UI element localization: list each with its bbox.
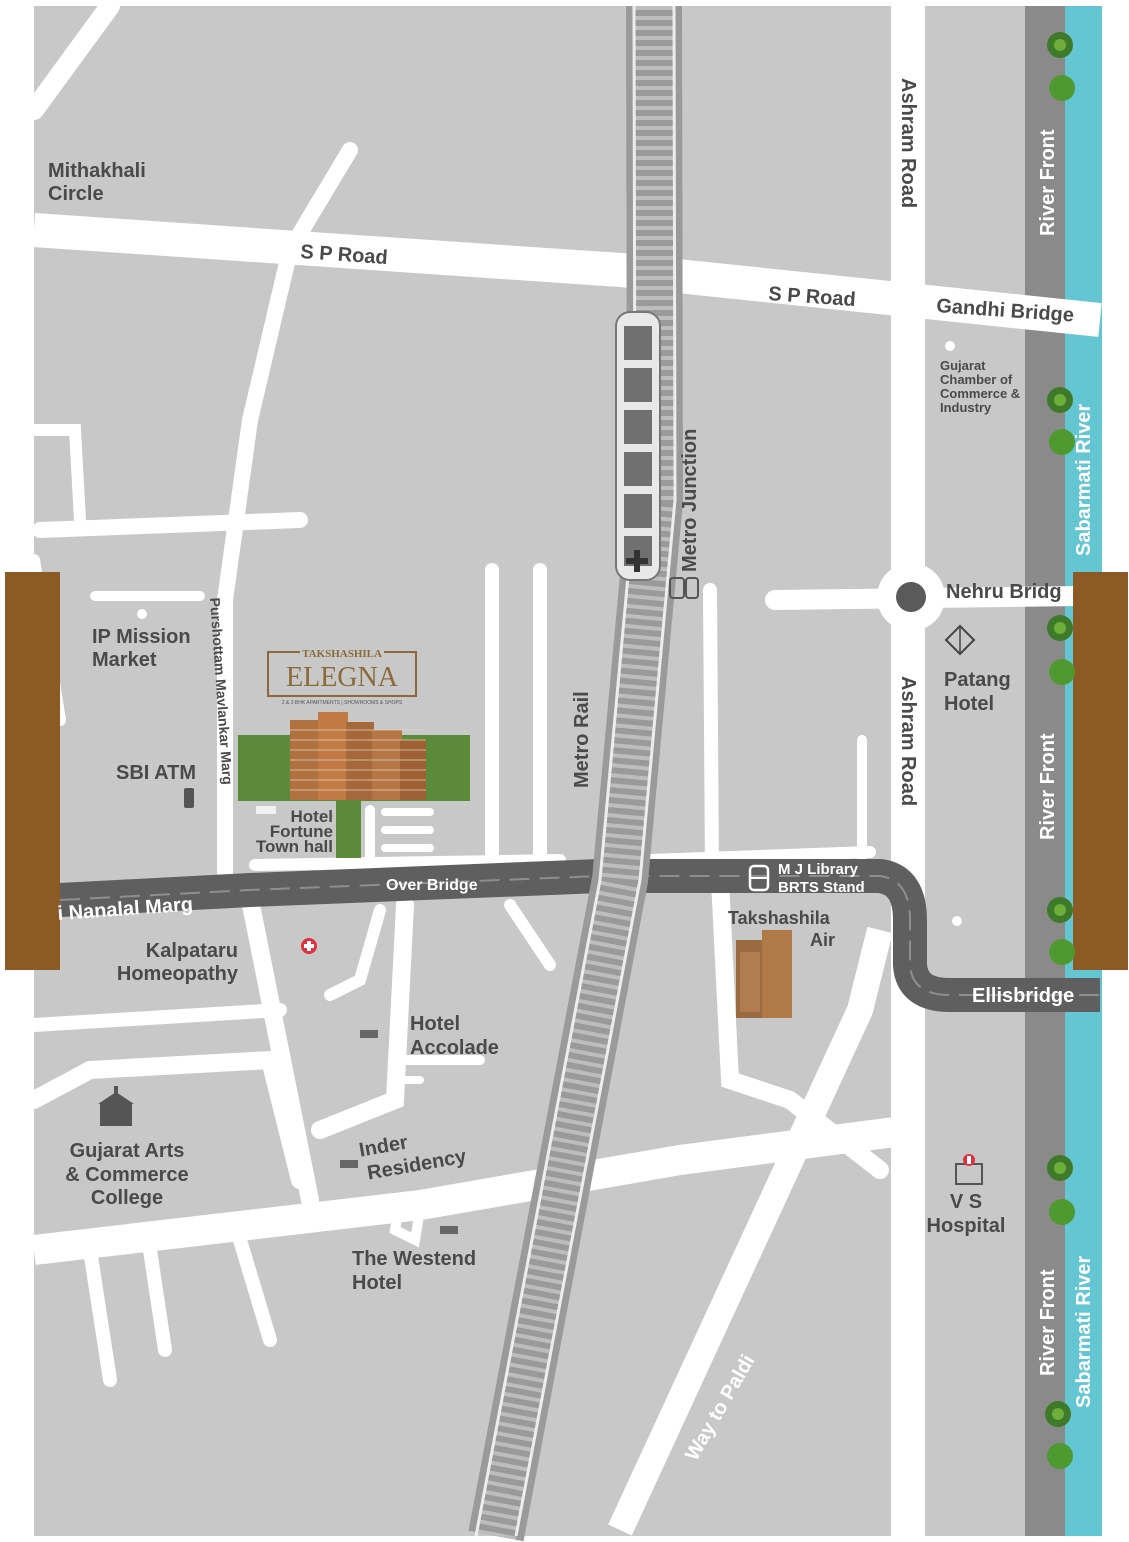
vs-hospital-line-1: V S: [950, 1191, 982, 1213]
project-building-image: [238, 712, 470, 858]
atm-icon: [184, 788, 194, 808]
river-front-label-3: River Front: [1037, 1269, 1059, 1376]
hotel-accolade-label: Hotel Accolade: [410, 1013, 499, 1059]
kalpataru-line-1: Kalpataru: [146, 940, 238, 962]
ip-mission-marker: [137, 609, 147, 619]
river-front-label-1: River Front: [1037, 129, 1059, 236]
medical-cross-icon: [301, 938, 317, 954]
mithakhali-line-1: Mithakhali: [48, 160, 146, 182]
sabarmati-river-label-2: Sabarmati River: [1073, 1255, 1095, 1408]
gujarat-chamber-marker: [945, 341, 955, 351]
mj-library-line-1: M J Library: [778, 861, 859, 878]
college-icon: [98, 1086, 134, 1126]
ashram-road-label-1: Ashram Road: [897, 78, 919, 208]
roundabout-icon: [896, 582, 926, 612]
gujarat-arts-line-2: & Commerce: [65, 1164, 188, 1186]
takshashila-air-marker: [952, 916, 962, 926]
patang-hotel-line-1: Patang: [944, 669, 1011, 691]
metro-rail-label: Metro Rail: [571, 691, 593, 788]
gujarat-chamber-line-3: Commerce &: [940, 386, 1020, 401]
vs-hospital-line-2: Hospital: [927, 1215, 1006, 1237]
project-logo: TAKSHASHILA ELEGNA 2 & 3 BHK APARTMENTS …: [267, 646, 417, 706]
ip-mission-line-2: Market: [92, 649, 157, 671]
kalpataru-label: Kalpataru Homeopathy: [117, 940, 239, 985]
gujarat-arts-line-1: Gujarat Arts: [70, 1140, 185, 1162]
project-tagline: 2 & 3 BHK APARTMENTS | SHOWROOMS & SHOPS: [282, 700, 403, 706]
metro-junction-label: Metro Junction: [679, 429, 701, 572]
mj-library-line-2: BRTS Stand: [778, 879, 865, 896]
hospital-icon: [955, 1154, 983, 1185]
hotel-fortune-label: Hotel Fortune Town hall: [256, 807, 333, 856]
metro-station-icon: [669, 577, 699, 599]
mj-library-label: M J Library BRTS Stand: [778, 861, 865, 896]
westend-hotel-label: The Westend Hotel: [352, 1248, 476, 1294]
ellisbridge-label: Ellisbridge: [972, 985, 1074, 1007]
gujarat-arts-college-label: Gujarat Arts & Commerce College: [65, 1140, 188, 1209]
left-brown-band: [5, 572, 60, 970]
bus-icon: [748, 864, 770, 892]
takshashila-air-line-1: Takshashila: [728, 908, 831, 928]
ip-mission-market-label: IP Mission Market: [92, 626, 191, 671]
gujarat-chamber-line-1: Gujarat: [940, 358, 986, 373]
river-front-label-2: River Front: [1037, 733, 1059, 840]
hotel-fortune-line-1: Hotel: [291, 807, 334, 826]
ip-mission-line-1: IP Mission: [92, 626, 191, 648]
gujarat-arts-line-3: College: [91, 1187, 163, 1209]
river-front-strip: [1025, 6, 1065, 1536]
hotel-accolade-line-2: Accolade: [410, 1037, 499, 1059]
vs-hospital-label: V S Hospital: [927, 1191, 1006, 1237]
patang-hotel-line-2: Hotel: [944, 693, 994, 715]
westend-line-2: Hotel: [352, 1272, 402, 1294]
gujarat-chamber-label: Gujarat Chamber of Commerce & Industry: [940, 358, 1020, 415]
hotel-fortune-line-2: Fortune: [270, 822, 333, 841]
over-bridge-label: Over Bridge: [386, 877, 478, 894]
over-bridge-dash: [59, 875, 1100, 996]
takshashila-air-label: Takshashila Air: [728, 908, 835, 950]
tree-icon: [1045, 32, 1075, 1469]
hotel-bed-icon: [256, 806, 458, 1234]
nehru-bridge-label: Nehru Bridg: [946, 581, 1062, 603]
gujarat-chamber-line-4: Industry: [940, 400, 992, 415]
ashram-road-label-2: Ashram Road: [897, 676, 919, 806]
patang-hotel-label: Patang Hotel: [944, 669, 1011, 715]
mithakhali-circle-label: Mithakhali Circle: [48, 160, 146, 205]
metro-train-icon: [615, 311, 661, 581]
westend-line-1: The Westend: [352, 1248, 476, 1270]
hotel-accolade-line-1: Hotel: [410, 1013, 460, 1035]
right-brown-band: [1073, 572, 1128, 970]
project-brand-name: ELEGNA: [286, 662, 399, 693]
railway-track: [468, 5, 684, 1542]
sbi-atm-label: SBI ATM: [116, 762, 196, 784]
project-brand-top: TAKSHASHILA: [302, 648, 382, 660]
kite-icon: [944, 624, 976, 656]
gujarat-chamber-line-2: Chamber of: [940, 372, 1013, 387]
mithakhali-line-2: Circle: [48, 183, 104, 205]
takshashila-air-line-2: Air: [810, 930, 835, 950]
hotel-fortune-line-3: Town hall: [256, 837, 333, 856]
takshashila-air-building: [736, 930, 792, 1018]
kalpataru-line-2: Homeopathy: [117, 963, 239, 985]
sabarmati-river-label-1: Sabarmati River: [1073, 403, 1095, 556]
road-network: [24, 0, 1102, 1536]
